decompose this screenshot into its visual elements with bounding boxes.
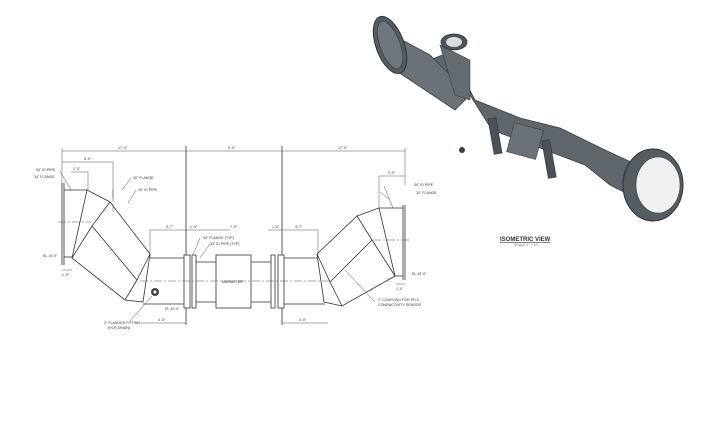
dim-left-top: 5'-0" — [84, 157, 92, 161]
label-el-left: EL 10'-0" — [43, 254, 58, 258]
dim-left-small: 1'-0" — [62, 273, 70, 277]
dim-right-small: 1'-0" — [396, 287, 404, 291]
label-right-flange: 34" FLANGE — [416, 191, 437, 195]
label-top-flange: 30" FLANGE — [133, 176, 154, 180]
label-coupling-note: 1" COUPLING FOR PH & — [378, 298, 420, 302]
dim-overall-left: 17'-0" — [118, 146, 128, 150]
label-top-pipe: 30" ID PIPE — [138, 188, 158, 192]
label-el-right: EL 10'-0" — [412, 272, 427, 276]
leader-lines — [59, 170, 394, 322]
dim-right-offset: 3'-7" — [295, 225, 303, 229]
label-flange-typ: 34" FLANGE (TYP) — [203, 236, 234, 240]
dim-overall-right: 17'-0" — [338, 146, 348, 150]
isometric-view-title: ISOMETRIC VIEW — [500, 237, 551, 243]
dim-right-bottom: 4'-0" — [299, 318, 307, 322]
label-pipe-typ: 34" ID PIPE (TYP) — [210, 242, 239, 246]
dim-magmeter-length: 7'-0" — [230, 225, 238, 229]
dim-flange-gap-left: 1'-0" — [190, 225, 198, 229]
dimension-lines — [61, 146, 406, 325]
magmeter-spool — [140, 254, 330, 309]
label-el-center: EL 10'-0" — [165, 307, 180, 311]
right-elbow — [316, 205, 409, 307]
isometric-pipe-model — [372, 15, 684, 222]
dim-overall-center: 9'-0" — [228, 146, 236, 150]
dim-left-bottom: 4'-0" — [158, 318, 166, 322]
label-left-pipe: 34" ID PIPE — [36, 168, 56, 172]
label-right-pipe: 34" ID PIPE — [414, 183, 434, 187]
magmeter-label: MAGMETER — [222, 280, 243, 284]
label-flange-note: 2" FLANGED FITTING — [104, 321, 140, 325]
dim-right-inner: 2'-0" — [388, 171, 396, 175]
dim-left-offset: 3'-7" — [166, 225, 174, 229]
dim-flange-gap-right: 1'-0" — [272, 225, 280, 229]
label-flange-note-2: (FOR DRAIN) — [108, 326, 130, 330]
isometric-view-scale: SCALE 1" = 10' — [514, 243, 539, 247]
dim-left-inner: 2'-0" — [73, 167, 81, 171]
label-coupling-note-2: CONDUCTIVITY SENSOR — [378, 303, 421, 307]
left-elbow — [58, 183, 151, 303]
label-left-flange: 34" FLANGE — [34, 175, 55, 179]
